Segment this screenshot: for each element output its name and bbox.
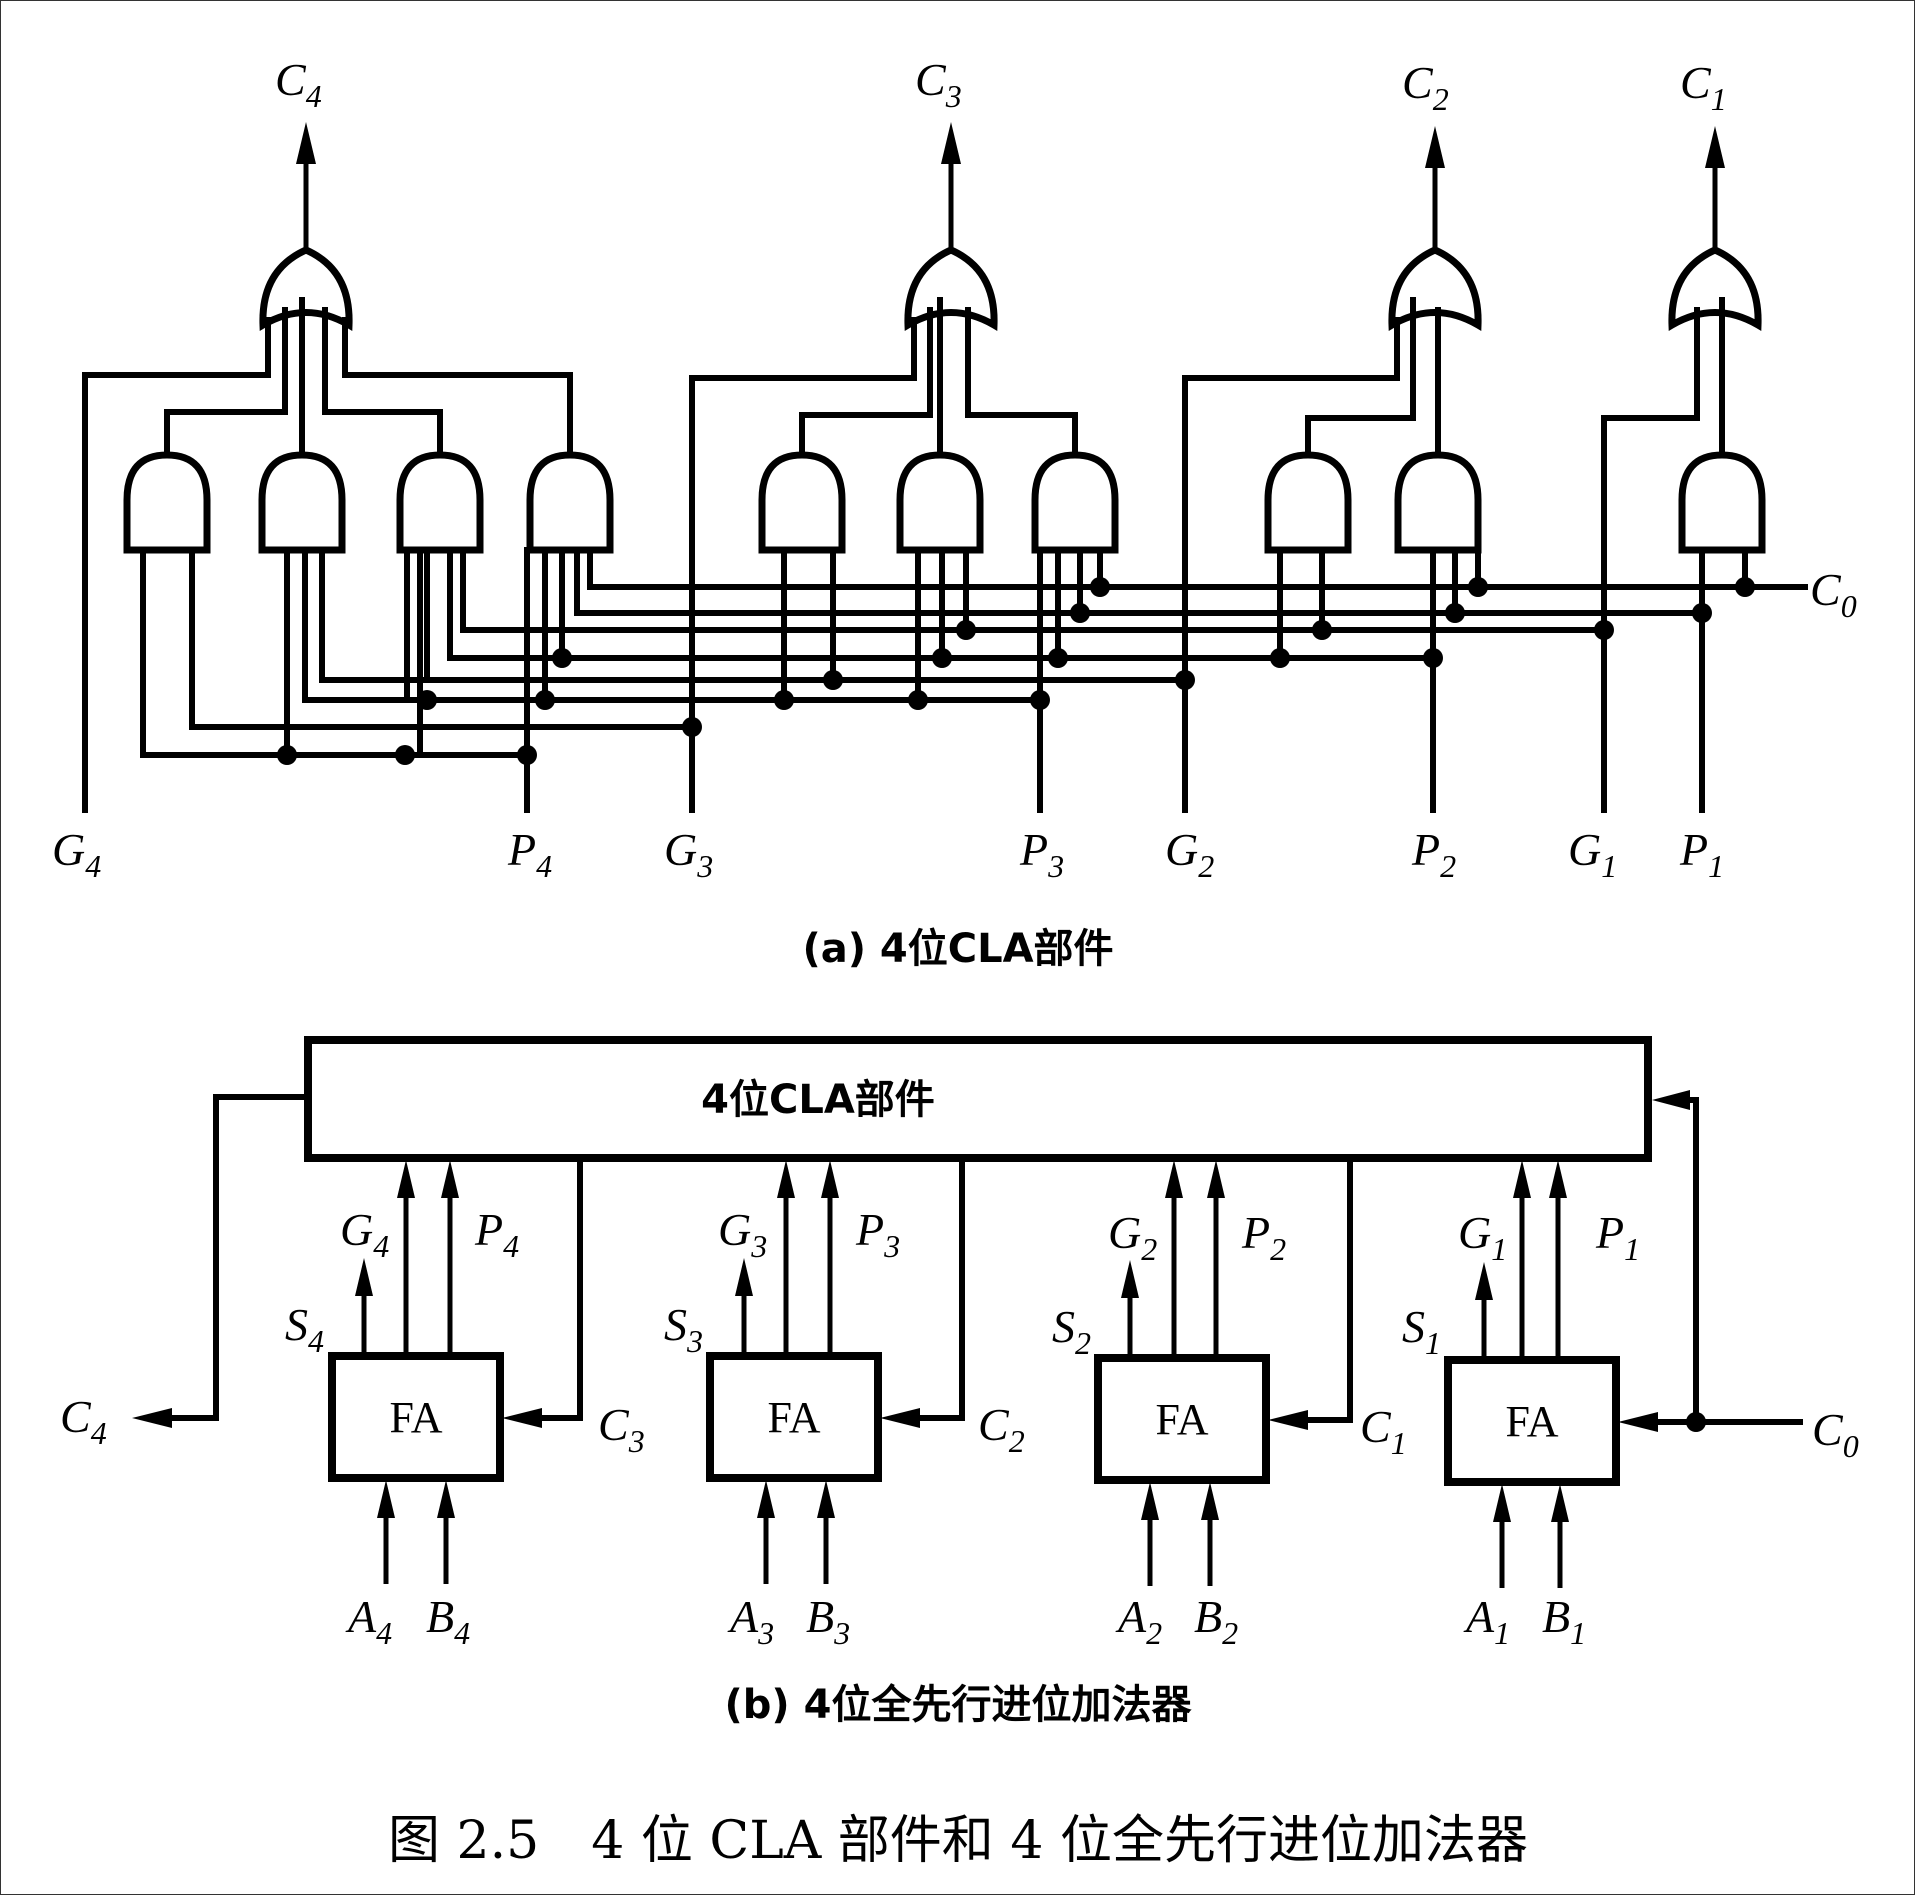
- arrow-up-icon: [1425, 126, 1445, 168]
- c4-output-wire: [147, 1094, 311, 1421]
- arrow-up-icon: [1551, 1484, 1569, 1522]
- s-label: S1: [1402, 1301, 1441, 1361]
- input-label-g1: G1: [1568, 824, 1617, 884]
- g-label: G1: [1458, 1207, 1507, 1267]
- carry-in-label-c0: C0: [1810, 564, 1857, 624]
- figure-caption: 图 2.5 4 位 CLA 部件和 4 位全先行进位加法器: [388, 1811, 1528, 1871]
- arrow-left-icon: [1268, 1410, 1308, 1430]
- output-label-c3: C3: [915, 54, 962, 114]
- or-gate-c4: [259, 246, 353, 331]
- g-label: G3: [718, 1204, 767, 1264]
- cla-unit-box: [304, 1036, 1652, 1162]
- arrow-up-icon: [1493, 1484, 1511, 1522]
- junction-dots: [277, 577, 1755, 765]
- arrow-up-icon: [777, 1160, 795, 1198]
- arrow-up-icon: [757, 1480, 775, 1518]
- b-label: B3: [806, 1591, 850, 1651]
- arrow-left-icon: [1652, 1090, 1690, 1110]
- arrow-up-icon: [437, 1480, 455, 1518]
- fa-box: [1094, 1354, 1270, 1484]
- arrow-up-icon: [296, 122, 316, 164]
- arrow-up-icon: [377, 1480, 395, 1518]
- a-label: A4: [345, 1591, 392, 1651]
- arrow-up-icon: [1207, 1160, 1225, 1198]
- arrow-up-icon: [735, 1258, 753, 1296]
- carry-in-label-c0: C0: [1812, 1404, 1859, 1464]
- input-label-p4: P4: [507, 824, 552, 884]
- g-label: G4: [340, 1204, 389, 1264]
- arrow-up-icon: [817, 1480, 835, 1518]
- g-label: G2: [1108, 1207, 1157, 1267]
- input-label-p3: P3: [1019, 824, 1064, 884]
- fa-box: [1444, 1356, 1620, 1486]
- arrow-left-icon: [880, 1408, 920, 1428]
- junction-dot: [1686, 1412, 1706, 1432]
- fa-box: [328, 1352, 504, 1482]
- arrow-up-icon: [1475, 1262, 1493, 1300]
- a-label: A2: [1115, 1591, 1162, 1651]
- c0-to-cla-wire: [1665, 1097, 1699, 1425]
- p-label: P2: [1241, 1207, 1286, 1267]
- or-gate-c1: [1668, 246, 1762, 331]
- input-label-p1: P1: [1679, 824, 1724, 884]
- cin-label: C2: [978, 1399, 1025, 1459]
- caption-a: (a) 4位CLA部件: [802, 926, 1113, 972]
- arrow-up-icon: [1165, 1160, 1183, 1198]
- fa-stage-1: FA G1 P1 S1 A1 B1: [1402, 1160, 1640, 1651]
- fa-label: FA: [1506, 1397, 1559, 1446]
- bus-wires: [140, 547, 1808, 758]
- output-label-c1: C1: [1680, 57, 1727, 117]
- a-label: A1: [1463, 1591, 1510, 1651]
- cla-unit-circuit: C4 C3 C2 C1 C0 G4 P4 G3 P3 G2 P2 G1 P1 (…: [52, 54, 1857, 972]
- s-label: S3: [664, 1299, 703, 1359]
- arrow-up-icon: [1513, 1160, 1531, 1198]
- arrow-up-icon: [941, 122, 961, 164]
- output-label-c2: C2: [1402, 57, 1449, 117]
- arrow-left-icon: [502, 1408, 542, 1428]
- b-label: B4: [426, 1591, 470, 1651]
- arrow-up-icon: [1705, 126, 1725, 168]
- arrow-left-icon: [132, 1408, 172, 1428]
- fa-box: [706, 1352, 882, 1482]
- arrow-up-icon: [1201, 1482, 1219, 1520]
- arrow-up-icon: [1141, 1482, 1159, 1520]
- cla-adder-block-diagram: 4位CLA部件 C4 FA G4 P4 S4 C3 A4 B4 FA: [60, 1036, 1859, 1728]
- cla-unit-label: 4位CLA部件: [701, 1077, 935, 1123]
- input-label-g4: G4: [52, 824, 101, 884]
- output-label-c4: C4: [275, 54, 322, 114]
- carry-out-label-c4: C4: [60, 1391, 107, 1451]
- arrow-up-icon: [1549, 1160, 1567, 1198]
- arrow-up-icon: [355, 1258, 373, 1296]
- s-label: S4: [285, 1299, 324, 1359]
- p-label: P1: [1595, 1207, 1640, 1267]
- or-gate-c3: [904, 246, 998, 331]
- b-label: B1: [1542, 1591, 1586, 1651]
- fa-label: FA: [390, 1393, 443, 1442]
- cin-label: C3: [598, 1399, 645, 1459]
- b-label: B2: [1194, 1591, 1238, 1651]
- cin-label: C1: [1360, 1401, 1407, 1461]
- input-label-g2: G2: [1165, 824, 1214, 884]
- arrow-up-icon: [1121, 1260, 1139, 1298]
- p-label: P4: [474, 1204, 519, 1264]
- arrow-up-icon: [397, 1160, 415, 1198]
- s-label: S2: [1052, 1301, 1091, 1361]
- a-label: A3: [727, 1591, 774, 1651]
- caption-b: (b) 4位全先行进位加法器: [725, 1682, 1193, 1728]
- fa-stage-2: FA G2 P2 S2 C1 A2 B2: [1052, 1155, 1407, 1651]
- arrow-left-icon: [1618, 1412, 1658, 1432]
- fa-label: FA: [768, 1393, 821, 1442]
- fa-stage-4: FA G4 P4 S4 C3 A4 B4: [285, 1155, 645, 1651]
- input-label-p2: P2: [1411, 824, 1456, 884]
- input-label-g3: G3: [664, 824, 713, 884]
- fa-label: FA: [1156, 1395, 1209, 1444]
- arrow-up-icon: [441, 1160, 459, 1198]
- and-gates: [123, 451, 1766, 554]
- fa-stage-3: FA G3 P3 S3 C2 A3 B3: [664, 1155, 1025, 1651]
- arrow-up-icon: [821, 1160, 839, 1198]
- p-label: P3: [855, 1204, 900, 1264]
